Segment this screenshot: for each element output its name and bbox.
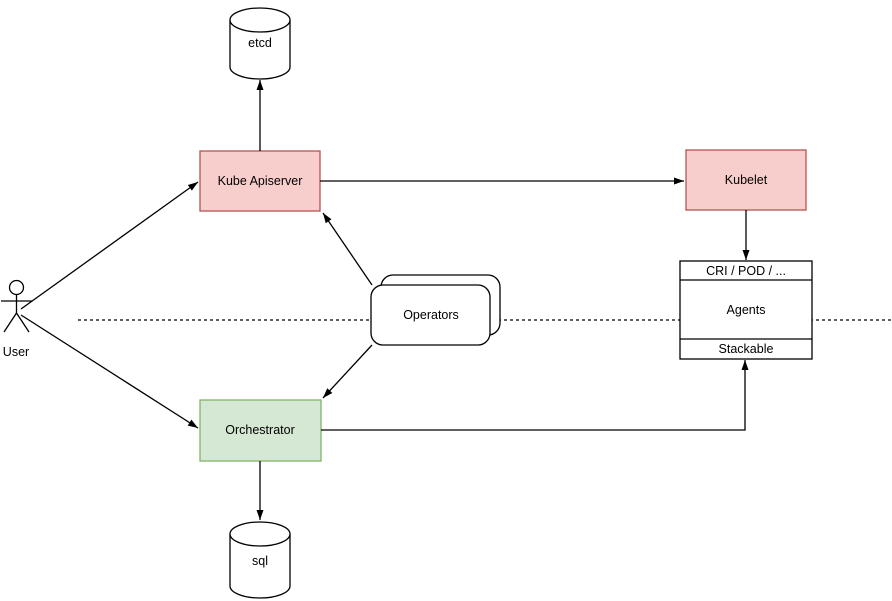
node-operators: Operators xyxy=(370,274,501,346)
sql-cylinder-shape xyxy=(229,534,291,599)
edges xyxy=(20,80,750,520)
agent-stack-footer-label: Stackable xyxy=(719,342,774,356)
edge-user-to-kube-apiserver xyxy=(20,181,199,310)
etcd-cylinder-top xyxy=(229,7,291,33)
kubelet-label: Kubelet xyxy=(725,173,768,187)
node-kube-apiserver: Kube Apiserver xyxy=(199,150,321,212)
user-actor-head xyxy=(8,279,25,296)
user-actor-left-leg xyxy=(3,312,18,333)
user-label: User xyxy=(3,345,29,359)
node-sql: sql xyxy=(229,521,291,599)
node-kubelet: Kubelet xyxy=(685,149,807,211)
edge-orchestrator-to-agent-stack xyxy=(321,360,749,431)
user-actor-right-leg xyxy=(15,312,30,333)
orchestrator-box xyxy=(199,399,322,462)
node-etcd: etcd xyxy=(229,7,291,80)
sql-cylinder-top xyxy=(229,521,291,547)
edge-user-to-orchestrator xyxy=(20,314,199,429)
etcd-label: etcd xyxy=(248,36,272,50)
node-agent-stack: CRI / POD / ... Agents Stackable xyxy=(679,260,813,360)
kube-apiserver-label: Kube Apiserver xyxy=(218,174,303,188)
kubelet-box xyxy=(685,149,807,211)
agent-stack-box xyxy=(679,260,813,360)
kube-apiserver-box xyxy=(199,150,321,212)
operators-label: Operators xyxy=(403,308,459,322)
etcd-cylinder-shape xyxy=(229,20,291,80)
edge-operators-to-orchestrator xyxy=(322,344,373,399)
agent-stack-header-label: CRI / POD / ... xyxy=(706,264,786,278)
orchestrator-label: Orchestrator xyxy=(225,423,294,437)
sql-label: sql xyxy=(252,554,268,568)
operators-front-card xyxy=(370,284,491,346)
edge-operators-to-kube-apiserver xyxy=(322,212,373,286)
agent-stack-body-label: Agents xyxy=(727,303,766,317)
node-orchestrator: Orchestrator xyxy=(199,399,322,462)
node-user: User xyxy=(1,279,32,359)
